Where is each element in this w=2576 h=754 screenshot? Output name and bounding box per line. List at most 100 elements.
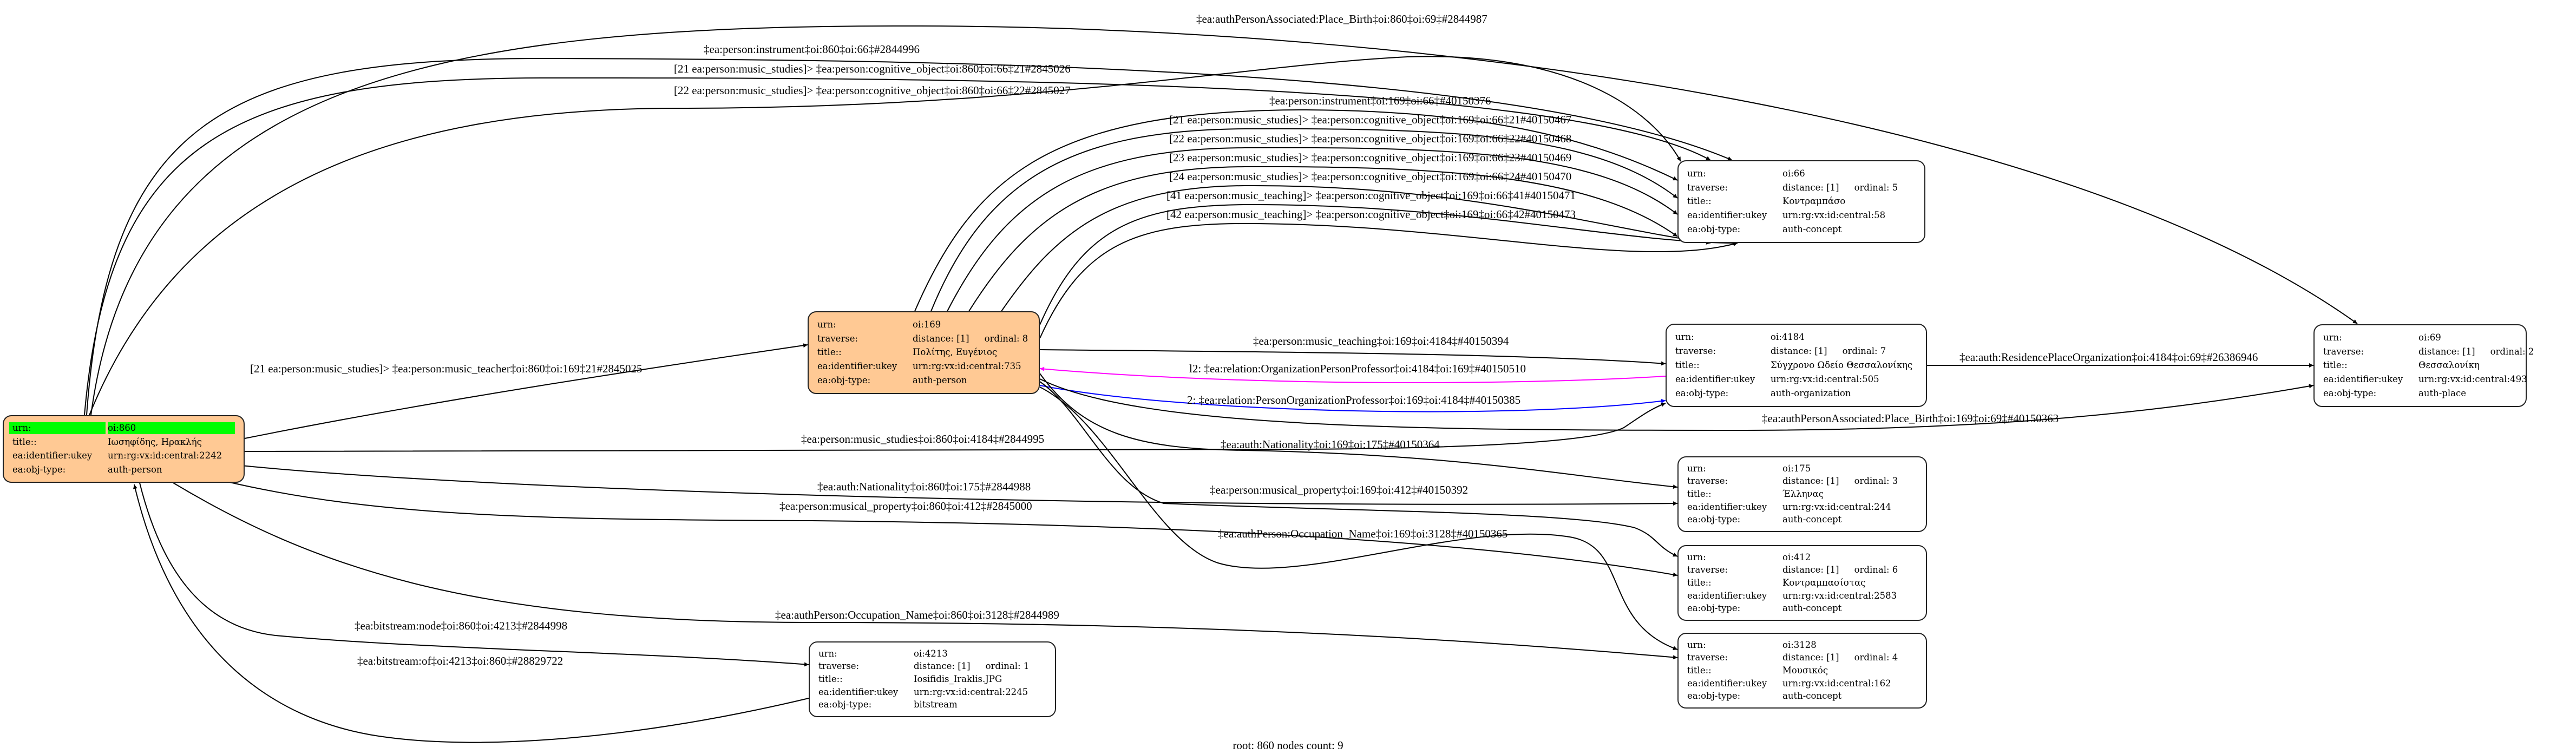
row-value: Κοντραμπάσο <box>1782 196 1846 207</box>
edge-label: ‡ea:person:music_studies‡oi:860‡oi:4184‡… <box>801 432 1044 445</box>
row-value: oi:175 <box>1782 463 1811 474</box>
row-value: auth-person <box>913 375 967 386</box>
row-key: traverse: <box>1675 346 1716 356</box>
edge-line <box>86 57 1733 416</box>
row-key: ea:obj-type: <box>817 375 871 386</box>
row-key: urn: <box>2323 332 2342 343</box>
row-key: title:: <box>1687 488 1712 499</box>
edge-line <box>1039 378 2314 431</box>
row-value: auth-concept <box>1782 603 1842 614</box>
row-value: auth-organization <box>1771 388 1851 398</box>
row-key: ea:identifier:ukey <box>1687 210 1767 221</box>
row-value: distance: [1] ordinal: 6 <box>1782 564 1917 576</box>
row-value: urn:rg:vx:id:central:2583 <box>1782 590 1897 601</box>
row-value: urn:rg:vx:id:central:493 <box>2418 374 2527 385</box>
edge-line <box>90 25 2358 416</box>
row-value: Κοντραμπασίστας <box>1782 577 1866 588</box>
row-value: urn:rg:vx:id:central:505 <box>1771 374 1879 384</box>
edge-169-66-teaching-42: [42 ea:person:music_teaching]> ‡ea:perso… <box>1039 208 1738 339</box>
edge-860-3128-occupation: ‡ea:authPerson:Occupation_Name‡oi:860‡oi… <box>173 482 1678 660</box>
edge-169-66-instrument: ‡ea:person:instrument‡oi:169‡oi:66‡#4015… <box>914 94 1678 312</box>
edge-line <box>1039 385 1666 412</box>
node-row-urn: urn:oi:169 <box>817 319 1030 331</box>
edge-169-66-studies-22: [22 ea:person:music_studies]> ‡ea:person… <box>947 132 1678 312</box>
row-key: ea:identifier:ukey <box>2323 374 2403 385</box>
edge-169-175-nationality: ‡ea:auth:Nationality‡oi:169‡oi:175‡#4015… <box>1039 373 1678 489</box>
traverse-ordinal: ordinal: 1 <box>985 661 1030 672</box>
row-key: title:: <box>818 673 843 684</box>
row-value: distance: [1]ordinal: 8 <box>913 333 1030 345</box>
node-row-title: title::Έλληνας <box>1687 488 1917 500</box>
traverse-distance: distance: [1] <box>1782 652 1839 663</box>
row-key: ea:obj-type: <box>1687 691 1741 701</box>
edge-label: ‡ea:bitstream:of‡oi:4213‡oi:860‡#2882972… <box>357 654 563 667</box>
row-value: urn:rg:vx:id:central:2245 <box>914 686 1028 697</box>
edge-169-412-property: ‡ea:person:musical_property‡oi:169‡oi:41… <box>1039 381 1678 557</box>
edge-line <box>914 109 1678 312</box>
row-key: traverse: <box>818 661 860 672</box>
traverse-ordinal: ordinal: 5 <box>1854 182 1898 193</box>
node-row-obj-type: ea:obj-type: auth-person <box>817 375 1030 386</box>
node-row-title: title::Κοντραμπάσο <box>1687 195 1916 207</box>
traverse-distance: distance: [1] <box>2418 346 2475 357</box>
edge-line <box>930 128 1678 312</box>
row-key: traverse: <box>1687 182 1728 193</box>
edge-line <box>1001 185 1711 312</box>
row-key: traverse: <box>1687 652 1728 663</box>
row-key: urn: <box>1687 168 1706 179</box>
edge-line <box>139 482 809 667</box>
edge-label: [24 ea:person:music_studies]> ‡ea:person… <box>1169 170 1571 183</box>
row-key: ea:identifier:ukey <box>1687 678 1767 689</box>
row-value: auth-person <box>108 464 162 475</box>
node-oi-860[interactable]: urn:oi:860 title::Ιωσηφίδης, Ηρακλής ea:… <box>3 415 245 483</box>
traverse-ordinal: ordinal: 7 <box>1842 346 1886 356</box>
edge-label: ‡ea:person:instrument‡oi:169‡oi:66‡#4015… <box>1269 94 1491 107</box>
edge-line <box>133 484 809 743</box>
traverse-distance: distance: [1] <box>1782 565 1839 575</box>
row-value: oi:66 <box>1782 168 1805 179</box>
row-value: Θεσσαλονίκη <box>2418 360 2480 371</box>
row-key: urn: <box>1687 552 1706 562</box>
node-row-traverse: traverse: distance: [1] ordinal: 1 <box>818 660 1046 672</box>
node-row-obj-type: ea:obj-type:auth-concept <box>1687 602 1917 614</box>
node-row-urn: urn:oi:860 <box>9 422 235 435</box>
traverse-distance: distance: [1] <box>914 661 971 672</box>
traverse-ordinal: ordinal: 4 <box>1854 652 1898 663</box>
row-key: traverse: <box>1687 476 1728 487</box>
edge-label: ‡ea:authPerson:Occupation_Name‡oi:860‡oi… <box>775 608 1059 621</box>
node-row-title: title::Πολίτης, Ευγένιος <box>817 346 1030 358</box>
row-value: Σύγχρονο Ωδείο Θεσσαλονίκης <box>1771 360 1913 370</box>
edge-label: [21 ea:person:music_studies]> ‡ea:person… <box>250 362 643 375</box>
node-row-obj-type: ea:obj-type:auth-concept <box>1687 224 1916 235</box>
edge-4184-69: ‡ea:auth:ResidencePlaceOrganization‡oi:4… <box>1927 351 2313 368</box>
node-row-traverse: traverse:distance: [1]ordinal: 3 <box>1687 475 1917 487</box>
traverse-ordinal: ordinal: 6 <box>1854 565 1898 575</box>
edge-860-66-instrument: ‡ea:person:instrument‡oi:860‡oi:66‡#2844… <box>86 43 1733 416</box>
node-row-urn: urn:oi:4184 <box>1675 331 1917 343</box>
row-key: title:: <box>817 347 842 358</box>
edge-169-66-studies-21: [21 ea:person:music_studies]> ‡ea:person… <box>930 113 1678 312</box>
node-row-obj-type: ea:obj-type:auth-concept <box>1687 690 1917 702</box>
edge-line <box>244 343 808 439</box>
row-key: urn: <box>1687 639 1706 650</box>
edge-line <box>173 482 1678 660</box>
edge-line <box>1039 204 1738 325</box>
row-value: oi:4213 <box>914 648 948 659</box>
row-key: title:: <box>1687 665 1712 676</box>
row-value: urn:rg:vx:id:central:244 <box>1782 501 1891 512</box>
row-value: distance: [1] ordinal: 4 <box>1782 652 1917 664</box>
node-row-title: title::Κοντραμπασίστας <box>1687 577 1917 589</box>
